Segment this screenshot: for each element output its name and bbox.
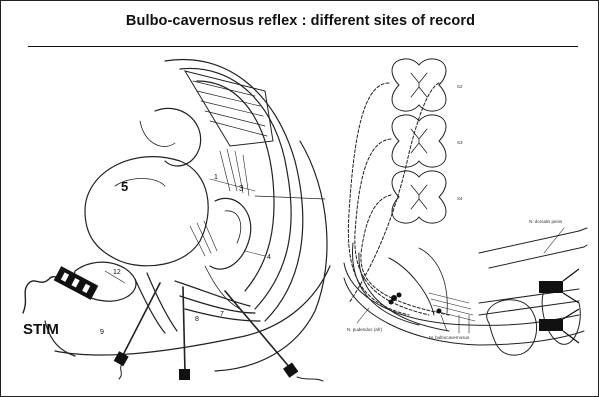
title-divider xyxy=(28,46,578,47)
figure-number: 5 xyxy=(121,179,128,194)
spinal-segment-icon xyxy=(392,171,446,223)
stim-label: STIM xyxy=(23,321,59,338)
figure-number: 9 xyxy=(100,329,104,336)
figure-number: 12 xyxy=(113,269,121,276)
ring-electrode-icon xyxy=(539,319,563,331)
pelvic-anatomy-illustration: STIM 1 3 4 5 7 8 9 12 xyxy=(15,51,345,391)
ring-electrode-icon xyxy=(539,281,563,293)
annotation: N. pudendus (afr) xyxy=(347,327,383,332)
stimulator-electrode-icon xyxy=(54,266,99,300)
figure-number: 1 xyxy=(214,174,218,181)
recording-electrode-icon xyxy=(179,369,190,380)
spinal-segment-icon xyxy=(392,115,446,167)
reflex-pathway-diagram: S2 S3 S4 N. dorsalis penis N. pudendus (… xyxy=(329,53,591,383)
figure-number: 8 xyxy=(195,316,199,323)
slide-title: Bulbo-cavernosus reflex : different site… xyxy=(1,13,599,29)
annotation: N. dorsalis penis xyxy=(529,219,563,224)
segment-label: S3 xyxy=(457,140,463,145)
segment-label: S4 xyxy=(457,196,463,201)
recording-electrode-icon xyxy=(283,362,298,377)
figure-number: 4 xyxy=(267,254,271,261)
spinal-segment-icon xyxy=(392,59,446,111)
figure-number: 7 xyxy=(220,311,224,318)
figure-number: 3 xyxy=(239,184,244,193)
segment-label: S2 xyxy=(457,84,463,89)
annotation: M. bulbocavernosus xyxy=(429,335,470,340)
